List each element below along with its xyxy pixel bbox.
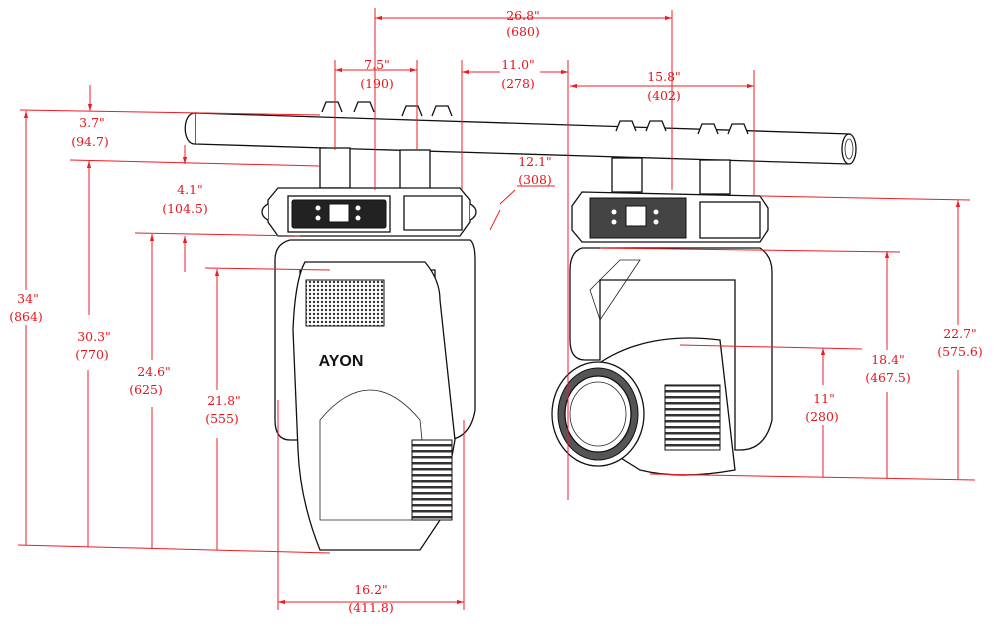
clamp-spacing-in: 7.5" (364, 57, 390, 72)
overall-width-mm: (680) (506, 24, 540, 39)
head-width-mm: (411.8) (348, 600, 394, 615)
head-height-in: 21.8" (207, 393, 241, 408)
clamp-spacing-mm: (190) (360, 76, 394, 91)
base-depth-mm: (308) (518, 172, 552, 187)
below-base-in: 24.6" (137, 364, 171, 379)
pipe-clamp-in: 3.7" (79, 115, 105, 130)
below-pipe-in: 30.3" (77, 329, 111, 344)
clamp-offset-mm: (278) (501, 76, 535, 91)
base-width-in: 15.8" (647, 69, 681, 84)
dimension-labels: 26.8" (680) 7.5" (190) 11.0" (278) 15.8"… (9, 8, 983, 615)
reference-lines (17, 8, 976, 610)
lens-height-in: 11" (813, 391, 835, 406)
below-base-mm: (625) (129, 382, 163, 397)
fixture-front-view: AYON (261, 187, 477, 551)
total-height-mm: (864) (9, 309, 43, 324)
fixture-side-view (551, 191, 773, 476)
clamps (319, 101, 749, 195)
logo-text: AYON (319, 353, 364, 370)
pipe-clamp-mm: (94.7) (71, 134, 109, 149)
yoke-height-in: 18.4" (871, 352, 905, 367)
base-width-mm: (402) (647, 88, 681, 103)
base-depth-in: 12.1" (518, 154, 552, 169)
dimension-arrows (23, 15, 961, 605)
side-height-in: 22.7" (943, 326, 977, 341)
below-pipe-mm: (770) (75, 347, 109, 362)
clamp-offset-in: 11.0" (501, 57, 535, 72)
head-height-mm: (555) (205, 411, 239, 426)
yoke-height-mm: (467.5) (865, 370, 911, 385)
side-height-mm: (575.6) (937, 344, 983, 359)
total-height-in: 34" (17, 291, 39, 306)
base-height-mm: (104.5) (162, 201, 208, 216)
head-width-in: 16.2" (354, 582, 388, 597)
lens-height-mm: (280) (805, 409, 839, 424)
base-height-in: 4.1" (177, 182, 203, 197)
overall-width-in: 26.8" (506, 8, 540, 23)
